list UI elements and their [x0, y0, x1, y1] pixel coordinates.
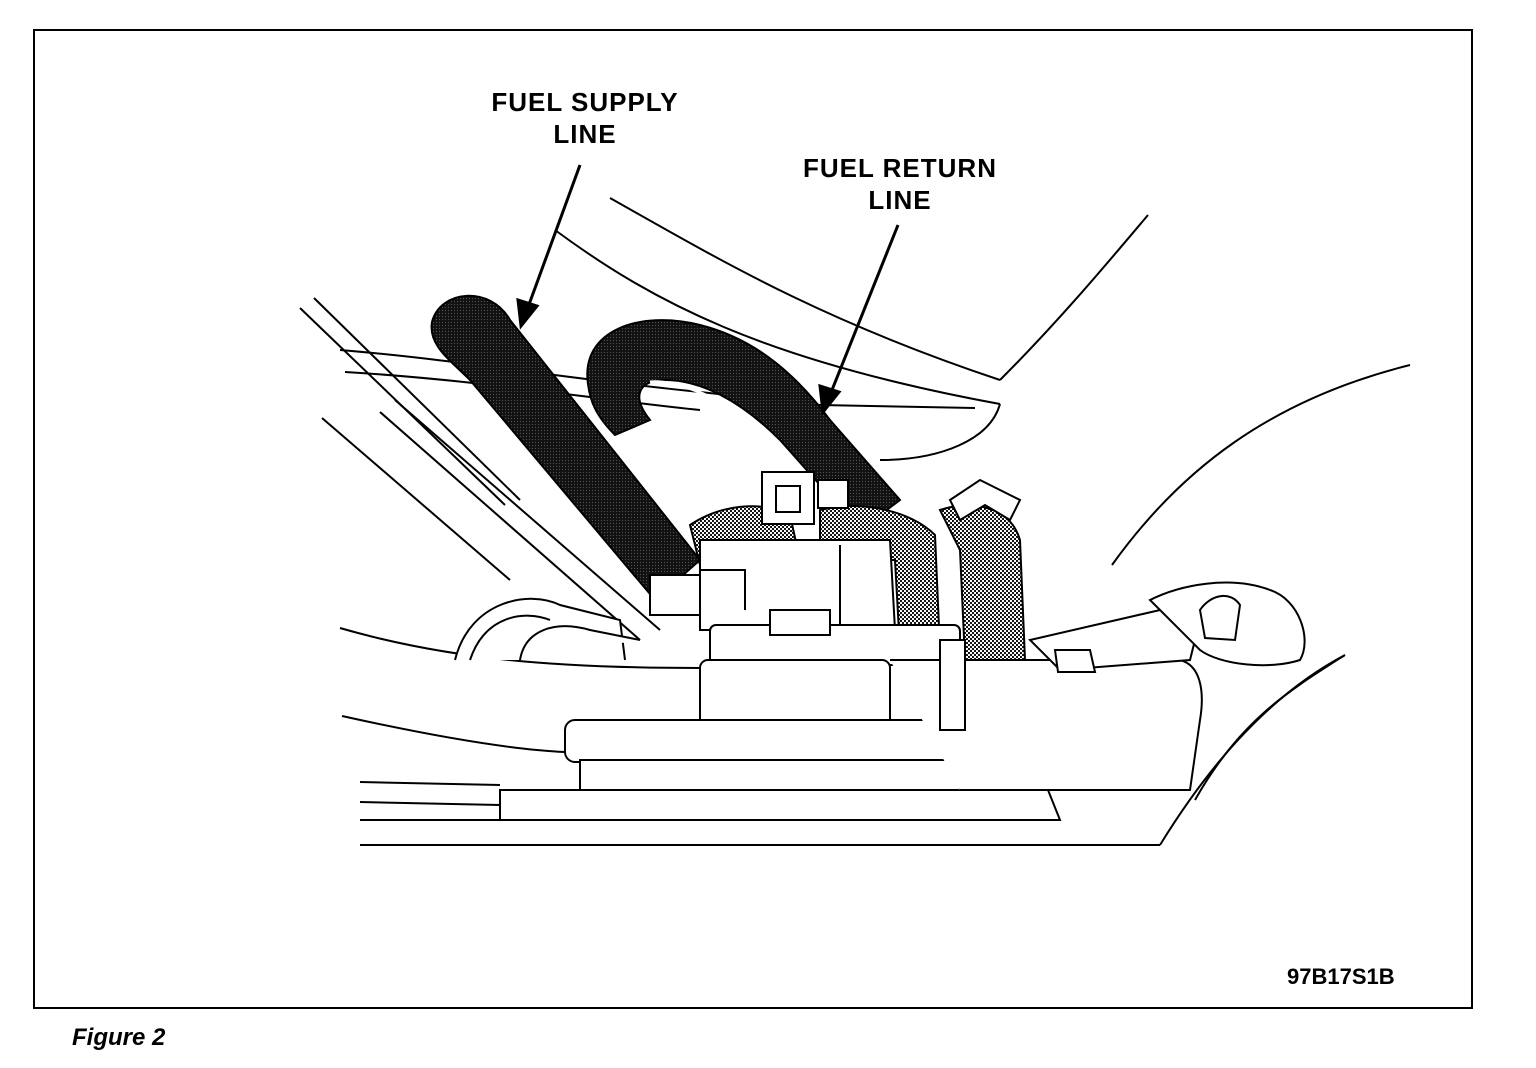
fuel-supply-line-label: FUEL SUPPLY LINE	[470, 86, 700, 150]
fuel-return-hose	[586, 319, 902, 532]
fuel-supply-label-line2: LINE	[553, 119, 617, 149]
fuel-return-line-label: FUEL RETURN LINE	[785, 152, 1015, 216]
fuel-rail-assembly	[454, 581, 1306, 821]
figure-code: 97B17S1B	[1287, 964, 1395, 989]
connector-block	[649, 471, 897, 631]
fuel-supply-label-line1: FUEL SUPPLY	[491, 87, 679, 117]
fuel-return-label-line1: FUEL RETURN	[803, 153, 997, 183]
figure-caption: Figure 2	[72, 1024, 166, 1051]
callout-arrows	[516, 164, 900, 416]
fuel-supply-hose	[430, 294, 702, 602]
fuel-return-label-line2: LINE	[868, 185, 932, 215]
